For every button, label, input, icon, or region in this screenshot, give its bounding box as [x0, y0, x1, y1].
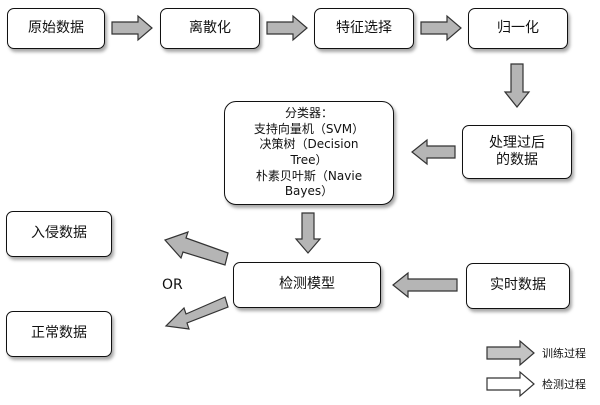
normal-data-label: 正常数据 [31, 325, 87, 342]
arrow-raw-to-discretize [111, 14, 153, 42]
normal-data-box: 正常数据 [6, 311, 112, 357]
realtime-data-box: 实时数据 [466, 263, 570, 309]
classifier-dt-line2: Tree） [290, 153, 328, 167]
classifier-title: 分类器： [284, 106, 333, 121]
processed-data-label-line1: 处理过后 [489, 134, 545, 151]
normalize-box: 归一化 [468, 8, 568, 49]
arrow-normalize-to-processed [503, 63, 531, 108]
arrow-realtime-to-model [392, 271, 458, 299]
normalize-label: 归一化 [497, 19, 539, 36]
classifier-dt-line1: 决策树（Decision [259, 137, 359, 152]
arrow-model-to-normal [164, 296, 229, 330]
arrow-classifier-to-model [294, 212, 322, 254]
arrow-model-to-intrusion [163, 231, 229, 266]
raw-data-box: 原始数据 [7, 8, 105, 49]
classifier-svm: 支持向量机（SVM） [253, 121, 365, 136]
intrusion-data-label: 入侵数据 [31, 225, 87, 242]
arrow-feature-to-normalize [420, 14, 462, 42]
classifier-nb-line2: Bayes） [284, 184, 334, 199]
classifier-box: 分类器： 支持向量机（SVM） 决策树（Decision Tree） 朴素贝叶斯… [224, 101, 394, 205]
processed-data-label-line2: 的数据 [496, 152, 538, 168]
discretize-label: 离散化 [189, 19, 231, 36]
discretize-box: 离散化 [160, 8, 260, 49]
realtime-data-label: 实时数据 [490, 277, 546, 294]
arrow-discretize-to-feature [266, 14, 308, 42]
detection-model-box: 检测模型 [233, 262, 381, 308]
arrow-processed-to-classifier [411, 138, 456, 166]
feature-select-box: 特征选择 [314, 8, 414, 49]
classifier-nb-line1: 朴素贝叶斯（Navie [255, 168, 363, 183]
legend-training-arrow [486, 339, 535, 367]
legend-training-label: 训练过程 [542, 347, 586, 360]
intrusion-data-box: 入侵数据 [6, 211, 112, 257]
legend-detection-arrow [486, 370, 535, 398]
processed-data-box: 处理过后 的数据 [462, 125, 572, 179]
detection-model-label: 检测模型 [279, 276, 335, 293]
legend-detection-label: 检测过程 [542, 378, 586, 391]
or-label: OR [162, 277, 183, 293]
raw-data-label: 原始数据 [28, 19, 84, 36]
feature-select-label: 特征选择 [336, 19, 392, 36]
